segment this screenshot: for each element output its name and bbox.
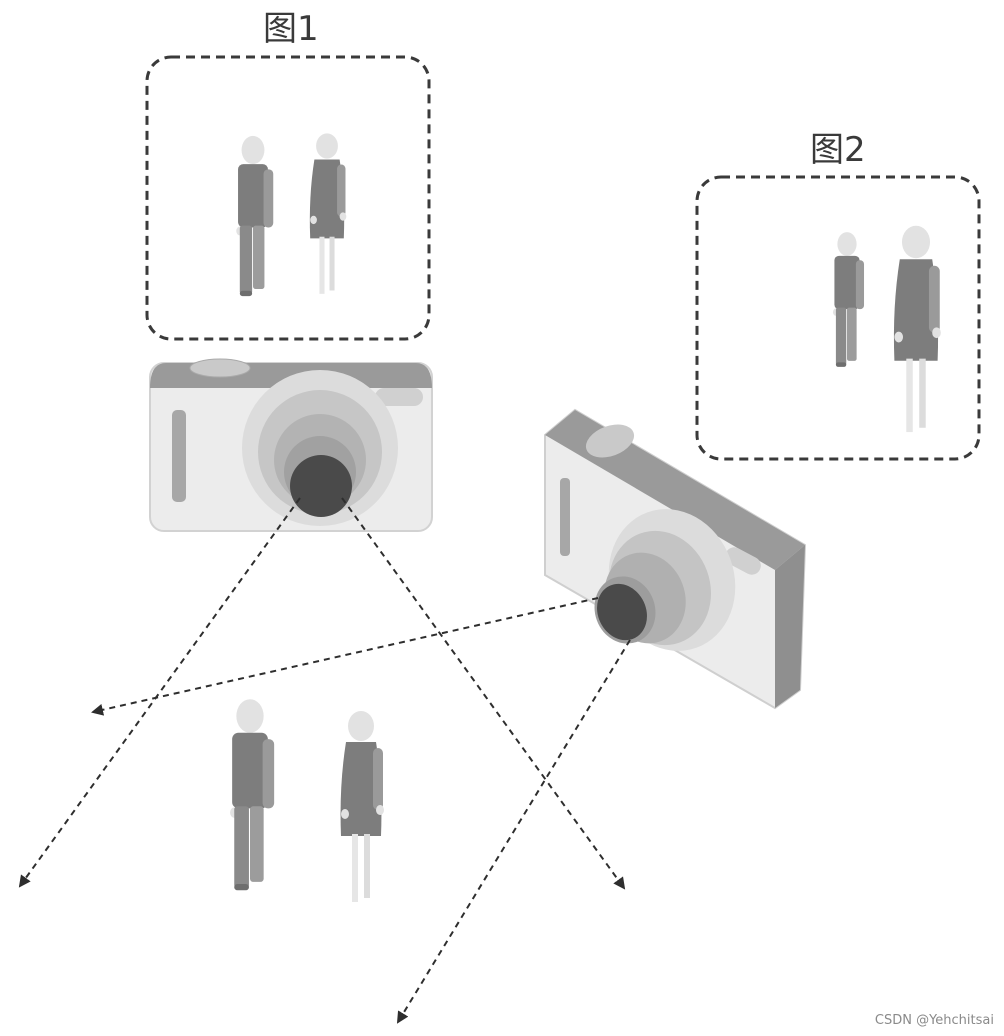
figure2-woman (893, 225, 941, 433)
person-man-icon (230, 699, 275, 891)
figure1-frame (145, 55, 431, 341)
scene-woman (340, 711, 384, 902)
person-woman-icon (309, 133, 347, 294)
ray-front-right (341, 497, 626, 890)
figure1-people (236, 135, 274, 297)
figure1-woman (309, 133, 347, 294)
person-man-icon (236, 135, 274, 297)
watermark: CSDN @Yehchitsai (874, 1013, 994, 1028)
figure2-frame (695, 175, 981, 461)
figure2-label: 图2 (810, 130, 866, 170)
ray-front-left (18, 497, 301, 888)
ray-angled-left (91, 597, 599, 716)
person-woman-icon (893, 225, 941, 433)
figure2-man (832, 232, 865, 367)
scene-man (230, 699, 275, 891)
ray-angled-down (396, 639, 631, 1024)
person-man-icon (832, 232, 865, 367)
camera-angled-icon (544, 408, 807, 710)
person-woman-icon (340, 711, 384, 902)
view-rays (18, 497, 631, 1024)
figure1-label: 图1 (263, 9, 319, 49)
camera-front-icon (149, 358, 433, 532)
